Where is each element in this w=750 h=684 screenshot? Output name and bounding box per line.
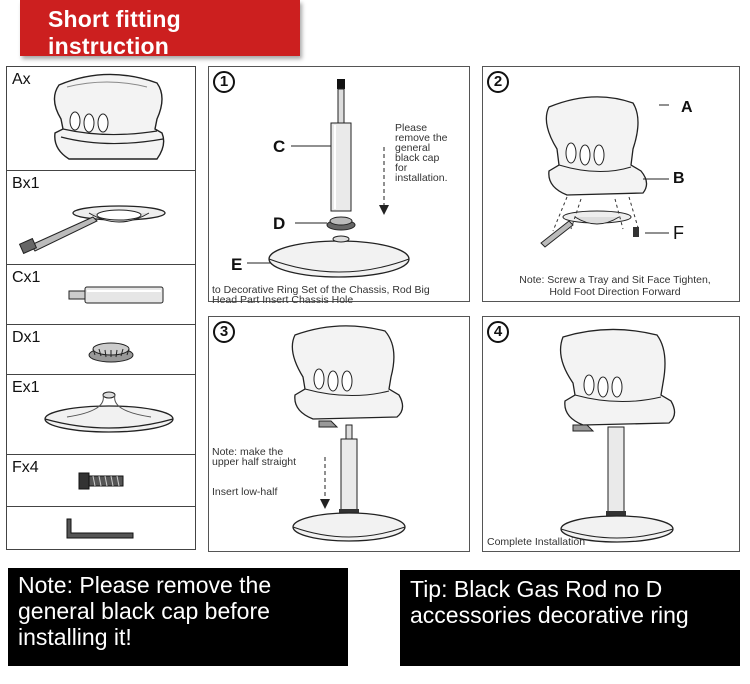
part-label: Ex1 (12, 379, 40, 396)
part-row-c: Cx1 (7, 265, 195, 325)
part-row-e: Ex1 (7, 375, 195, 455)
step-3-panel: 3 Note: make the upper half straight Ins… (208, 316, 470, 552)
caption-line: Head Part Insert Chassis Hole (212, 294, 354, 306)
gas-rod-tip: Tip: Black Gas Rod no D accessories deco… (400, 570, 740, 666)
part-label: Dx1 (12, 329, 41, 346)
tip-line: accessories decorative ring (410, 602, 689, 628)
label-b: B (673, 170, 685, 187)
seat-shell-icon (53, 73, 165, 160)
part-row-a: Ax (7, 67, 195, 171)
instruction-line: general (395, 142, 431, 154)
step-number-1: 1 (213, 71, 235, 93)
step-2-caption: Note: Screw a Tray and Sit Face Tighten,… (497, 274, 733, 298)
instruction-line: installation. (395, 172, 448, 184)
label-c: C (273, 137, 286, 156)
note-line: general black cap before (18, 598, 270, 624)
step-number-4: 4 (487, 321, 509, 343)
screw-icon (78, 472, 124, 490)
straight-note: Note: make the upper half straight (212, 446, 297, 468)
parts-list: Ax Bx1 Cx1 Dx1 (6, 66, 196, 550)
part-row-d: Dx1 (7, 325, 195, 375)
allen-wrench-icon (66, 518, 134, 539)
caption-line: Note: Screw a Tray and Sit Face Tighten, (519, 274, 711, 286)
part-row-f: Fx4 (7, 455, 195, 507)
note-line: installing it! (18, 624, 132, 650)
instruction-line: black cap (395, 152, 440, 164)
step-2-panel: 2 A B F Note: Screw a Tray and Sit Face … (482, 66, 740, 302)
tray-lever-icon (18, 205, 166, 255)
label-d: D (273, 214, 286, 233)
remove-cap-note: Note: Please remove the general black ca… (8, 568, 348, 666)
instruction-line: for (395, 162, 408, 174)
caption-line: Hold Foot Direction Forward (549, 286, 681, 298)
label-a: A (681, 99, 693, 116)
label-e: E (231, 255, 243, 274)
part-label: Cx1 (12, 269, 41, 286)
instruction-line: remove the (395, 132, 448, 144)
base-plate-icon (44, 391, 174, 433)
caption-line: to Decorative Ring Set of the Chassis, R… (212, 284, 430, 296)
title-banner: Short fitting instruction (20, 0, 300, 59)
step-4-diagram (559, 328, 676, 543)
note-line: Note: Please remove the (18, 572, 272, 598)
step-number-3: 3 (213, 321, 235, 343)
part-label: Ax (12, 71, 31, 88)
tip-line: Tip: Black Gas Rod no D (410, 576, 663, 602)
part-row-b: Bx1 (7, 171, 195, 265)
part-row-wrench (7, 507, 195, 549)
step-3-diagram (291, 325, 406, 542)
note-line: Note: make the (212, 446, 284, 458)
step-4-panel: 4 Complete Installation (482, 316, 740, 552)
note-line: upper half straight (212, 456, 297, 468)
step-1-panel: 1 C D E Please remove the general black … (208, 66, 470, 306)
step-number-2: 2 (487, 71, 509, 93)
step-1-diagram (247, 79, 410, 278)
label-f: F (673, 223, 684, 243)
insert-note: Insert low-half (212, 486, 278, 498)
part-label: Fx4 (12, 459, 39, 476)
remove-cap-instruction: Please remove the general black cap for … (395, 122, 448, 184)
step-2-diagram (540, 96, 669, 248)
gas-rod-icon (68, 286, 164, 304)
part-label: Bx1 (12, 175, 40, 192)
step-1-caption: to Decorative Ring Set of the Chassis, R… (212, 284, 430, 306)
instruction-line: Please (395, 122, 428, 134)
complete-installation-caption: Complete Installation (487, 536, 586, 548)
page-title: Short fitting instruction (48, 6, 181, 59)
decorative-ring-icon (88, 342, 134, 363)
